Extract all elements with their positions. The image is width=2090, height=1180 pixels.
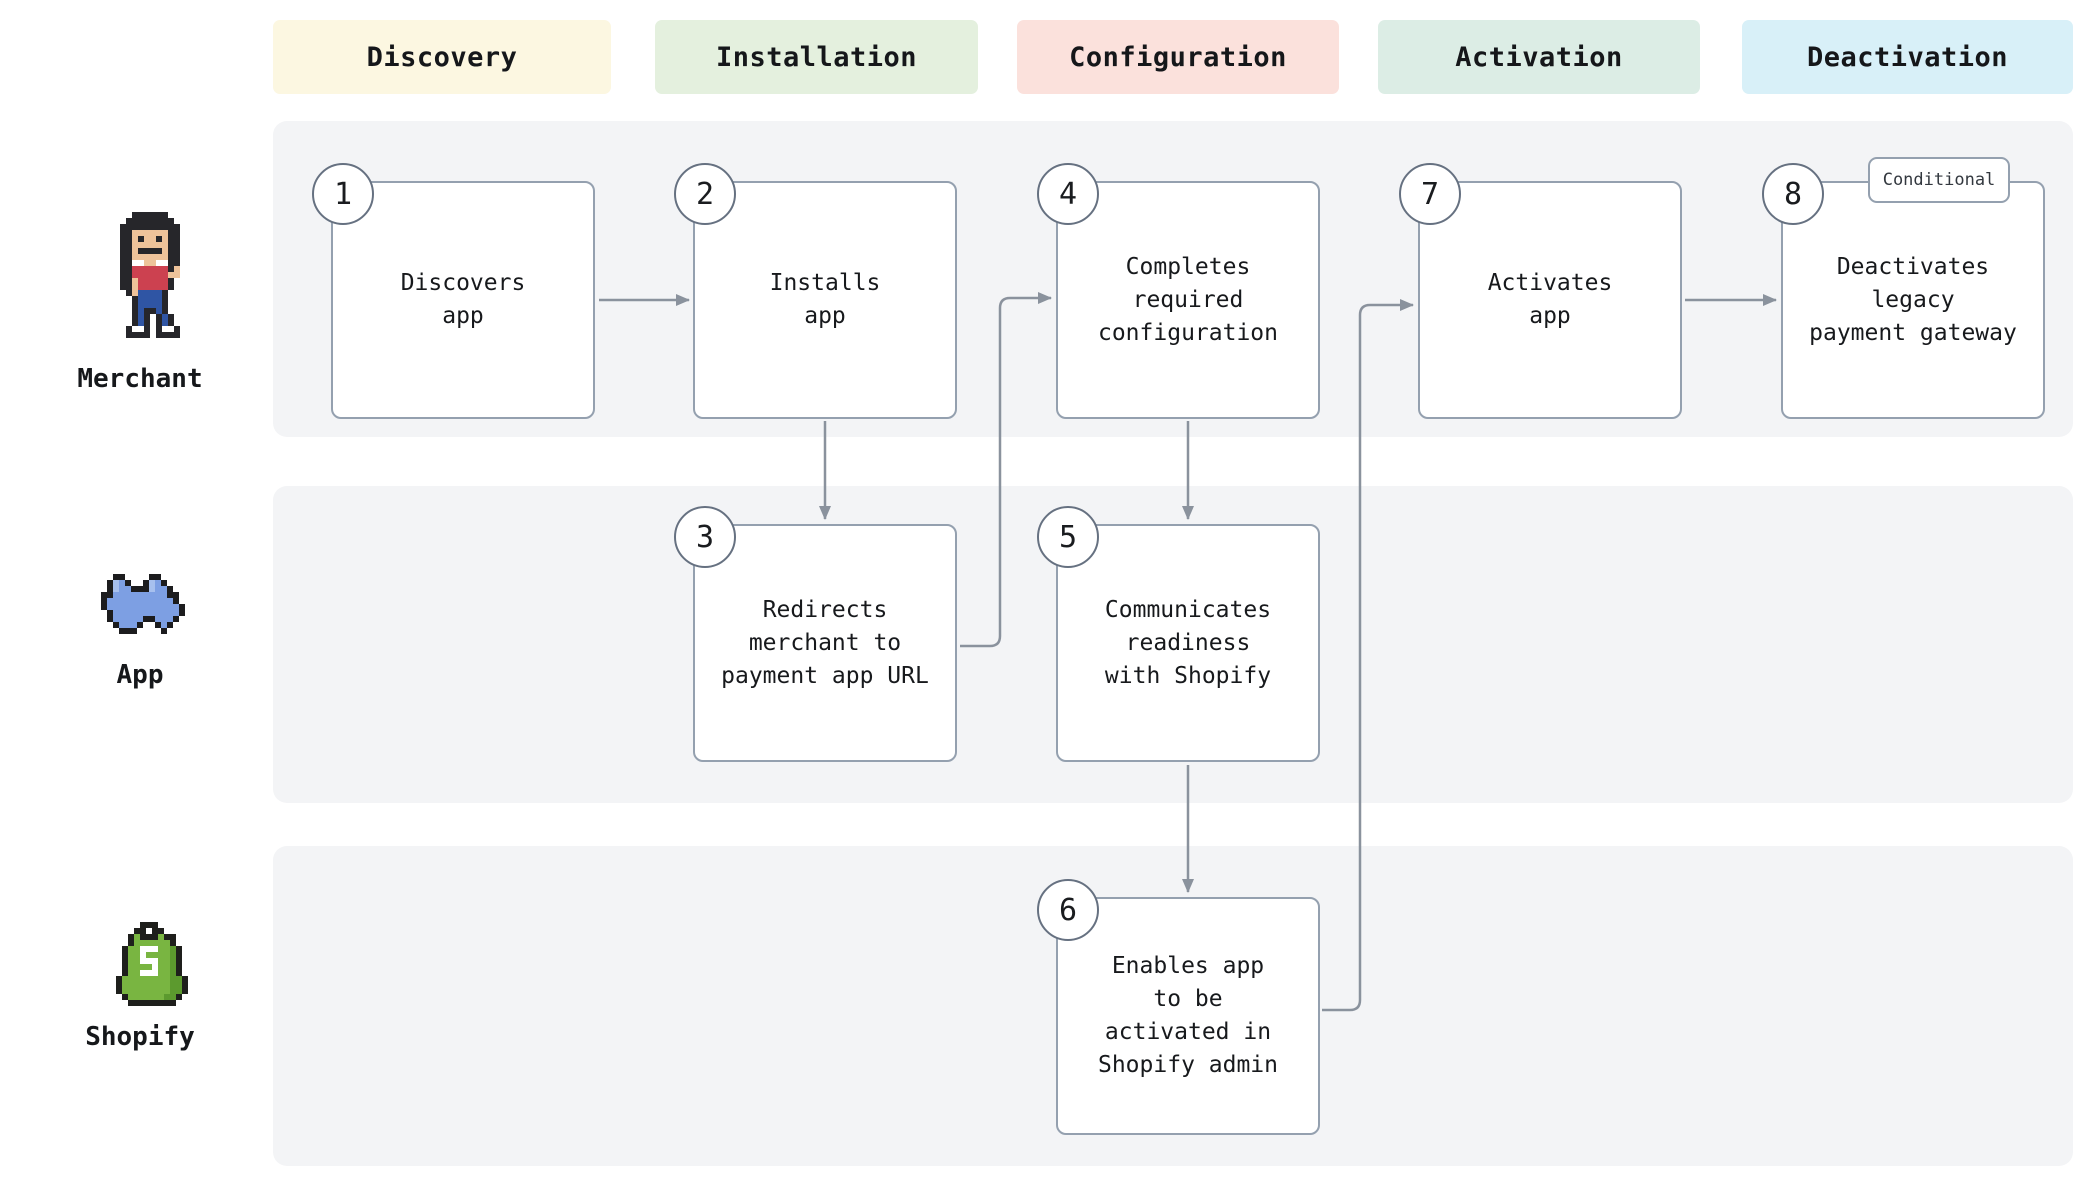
merchant-avatar-icon [114, 212, 186, 338]
step-number-badge: 4 [1037, 163, 1099, 225]
step-label: Completes required configuration [1097, 253, 1278, 346]
step-box-4: 4 Completes required configuration [1037, 163, 1320, 419]
step-box-3: 3 Redirects merchant to payment app URL [674, 506, 957, 762]
step-number-badge: 1 [312, 163, 374, 225]
step-number-badge: 3 [674, 506, 736, 568]
conditional-tag: Conditional [1868, 157, 2010, 203]
column-header-deactivation: Deactivation [1742, 20, 2073, 94]
step-number-badge: 6 [1037, 879, 1099, 941]
step-label: Enables app to be activated in Shopify a… [1097, 953, 1278, 1078]
step-box-8: 8 Deactivates legacy payment gateway [1762, 163, 2045, 419]
step-number-badge: 5 [1037, 506, 1099, 568]
step-number-badge: 7 [1399, 163, 1461, 225]
column-header-discovery: Discovery [273, 20, 611, 94]
column-header-configuration: Configuration [1017, 20, 1339, 94]
step-box-2: 2 Installs app [674, 163, 957, 419]
step-number-badge: 8 [1762, 163, 1824, 225]
step-box-7: 7 Activates app [1399, 163, 1682, 419]
step-number-badge: 2 [674, 163, 736, 225]
step-label: Installs app [769, 270, 881, 329]
step-label: Communicates readiness with Shopify [1104, 596, 1272, 689]
shopify-bag-icon [116, 922, 188, 1006]
lane-label-merchant: Merchant [77, 364, 203, 394]
step-label: Discovers app [400, 270, 526, 329]
lane-label-app: App [116, 660, 164, 690]
lane-label-shopify: Shopify [85, 1022, 195, 1052]
step-label: Activates app [1487, 270, 1613, 329]
column-header-activation: Activation [1378, 20, 1700, 94]
step-label: Redirects merchant to payment app URL [721, 596, 929, 689]
puzzle-piece-icon [101, 574, 185, 634]
step-label: Deactivates legacy payment gateway [1809, 253, 2017, 346]
step-box-6: 6 Enables app to be activated in Shopify… [1037, 879, 1320, 1135]
step-box-5: 5 Communicates readiness with Shopify [1037, 506, 1320, 762]
column-header-installation: Installation [655, 20, 978, 94]
step-box-1: 1 Discovers app [312, 163, 595, 419]
